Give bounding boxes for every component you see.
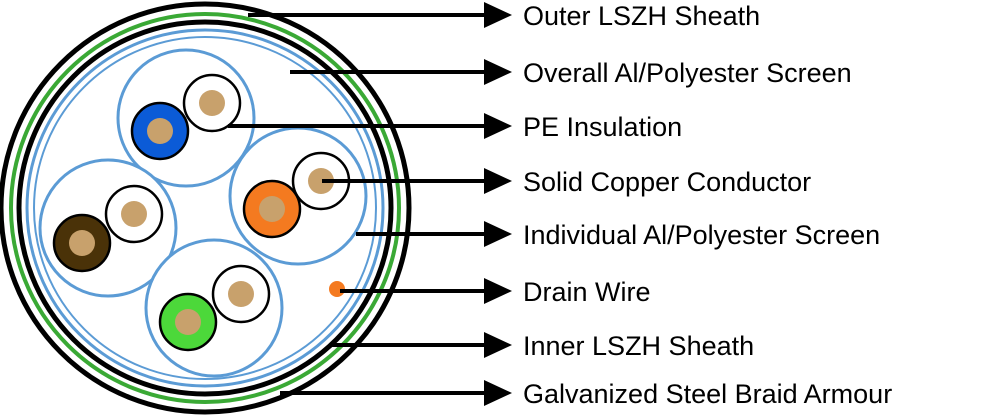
conductor-brown <box>69 230 95 256</box>
label-individual-screen: Individual Al/Polyester Screen <box>523 220 880 250</box>
label-conductor: Solid Copper Conductor <box>523 167 811 197</box>
leader-lines <box>228 2 512 406</box>
overall-screen-ring <box>25 28 385 388</box>
arrow-armour <box>484 380 512 406</box>
label-inner-sheath: Inner LSZH Sheath <box>523 331 754 361</box>
label-drain-wire: Drain Wire <box>523 277 651 307</box>
conductor-white-green-pair <box>228 281 254 307</box>
conductor-white-brown-pair <box>121 201 147 227</box>
cable-cross-section <box>0 1 412 415</box>
overall-screen-ring-inner <box>33 36 377 380</box>
arrow-overall-screen <box>484 59 512 85</box>
conductor-blue <box>147 118 173 144</box>
armour-braid-ring <box>9 12 401 404</box>
conductor-white-blue-pair <box>199 90 225 116</box>
pair-blue <box>116 48 256 188</box>
arrow-outer-sheath <box>484 2 512 28</box>
labels: Outer LSZH Sheath Overall Al/Polyester S… <box>523 1 892 409</box>
label-armour: Galvanized Steel Braid Armour <box>523 379 892 409</box>
pair-orange <box>228 126 368 266</box>
arrow-inner-sheath <box>484 332 512 358</box>
arrow-conductor <box>484 168 512 194</box>
pair-green <box>144 238 284 378</box>
arrow-pe-insulation <box>484 113 512 139</box>
inner-sheath-ring <box>16 19 394 397</box>
label-overall-screen: Overall Al/Polyester Screen <box>523 58 852 88</box>
label-pe-insulation: PE Insulation <box>523 112 682 142</box>
conductor-green <box>175 309 201 335</box>
arrow-drain-wire <box>484 278 512 304</box>
conductor-orange <box>259 196 285 222</box>
pair-brown <box>38 158 178 298</box>
conductor-white-orange-pair <box>308 168 334 194</box>
arrow-individual-screen <box>484 221 512 247</box>
label-outer-sheath: Outer LSZH Sheath <box>523 1 760 31</box>
